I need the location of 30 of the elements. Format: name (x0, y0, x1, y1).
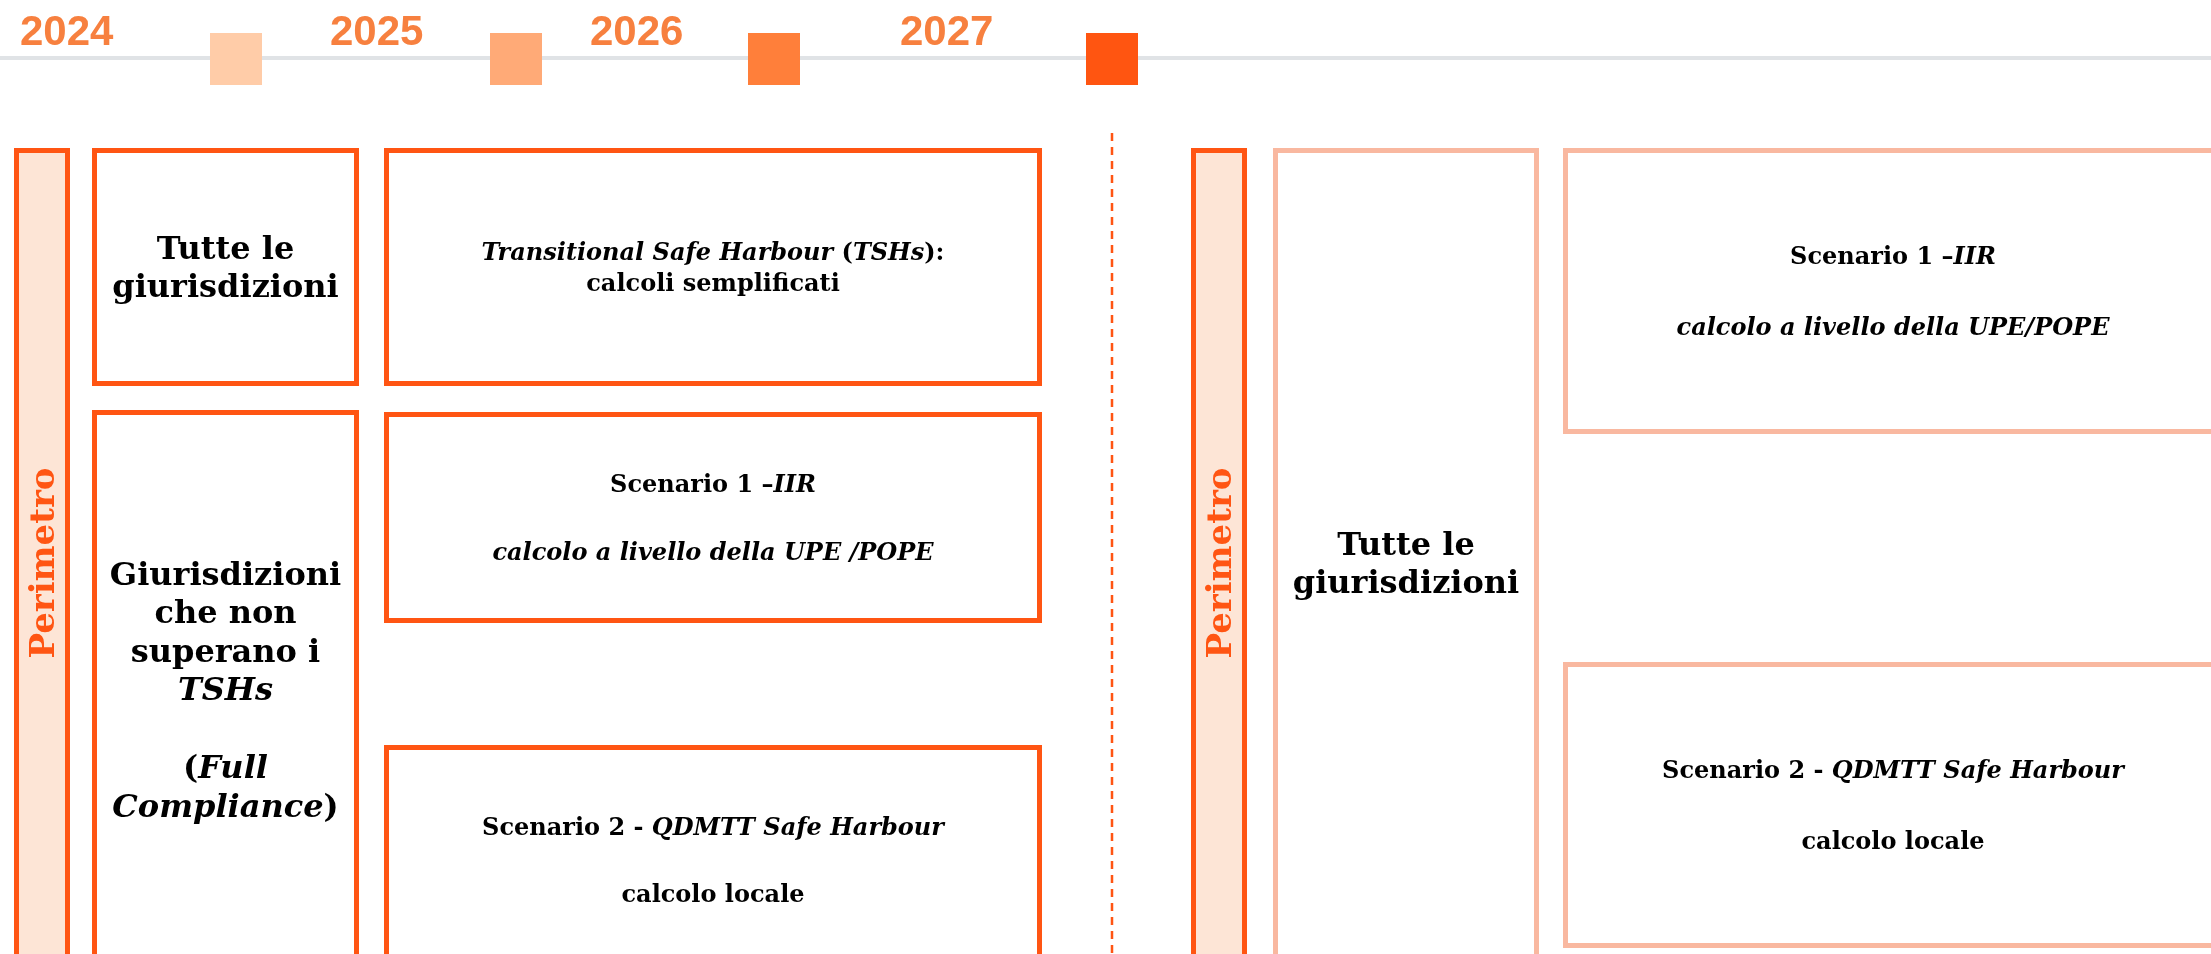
text-box (1563, 148, 2211, 434)
box-text: calcolo a livello della UPE /POPE (491, 535, 935, 567)
text-box (1273, 148, 1539, 954)
box-text: Scenario 1 –IIR (609, 468, 817, 500)
perimeter-label: Perimetro (22, 467, 62, 659)
text-box (1563, 662, 2211, 948)
perimeter-bar (1191, 148, 1247, 954)
year-label: 2026 (590, 10, 684, 52)
year-label: 2024 (20, 10, 114, 52)
text-box (384, 745, 1042, 954)
text-box (384, 148, 1042, 386)
box-text: Scenario 2 - QDMTT Safe Harbour (481, 810, 947, 842)
box-text: calcoli semplificati (585, 267, 841, 299)
box-text: Transitional Safe Harbour (TSHs): (480, 235, 946, 267)
box-text: Scenario 1 –IIR (1789, 239, 1997, 271)
box-text: Tutte le giurisdizioni (1291, 524, 1521, 602)
box-text: Giurisdizioni che non superano i TSHs (108, 554, 343, 709)
year-label: 2025 (330, 10, 424, 52)
perimeter-label: Perimetro (1199, 467, 1239, 659)
box-text: calcolo a livello della UPE/POPE (1675, 311, 2111, 343)
box-text: Scenario 2 - QDMTT Safe Harbour (1661, 753, 2127, 785)
perimeter-bar (14, 148, 70, 954)
text-box (92, 410, 359, 954)
year-label: 2027 (900, 10, 994, 52)
box-text: calcolo locale (1800, 825, 1986, 857)
box-text: calcolo locale (620, 878, 806, 910)
box-text: Tutte le giurisdizioni (111, 228, 340, 306)
text-box (384, 412, 1042, 623)
box-text: (Full Compliance) (111, 748, 340, 826)
text-box (92, 148, 359, 386)
